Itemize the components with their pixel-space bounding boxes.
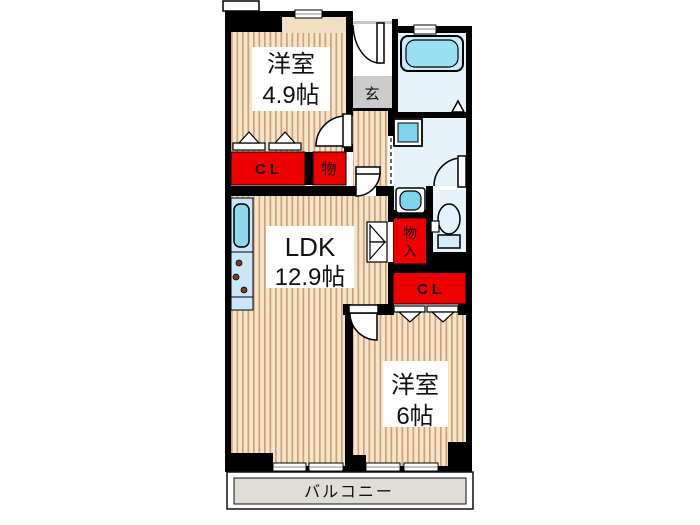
closet-right-label: CL	[417, 281, 445, 298]
storage-boxes	[230, 151, 467, 305]
windows	[272, 9, 439, 472]
wall-segment	[225, 186, 356, 196]
bedroom2-door-leaf	[348, 304, 379, 314]
wall-segment	[426, 252, 466, 265]
wall-segment	[225, 11, 231, 472]
ldk-size: 12.9帖	[275, 264, 346, 291]
vanity-sink	[399, 190, 422, 211]
closet-fold-mark	[430, 311, 456, 323]
wall-segment	[392, 19, 398, 118]
stove-burner	[240, 286, 248, 294]
bedroom1-name: 洋室	[267, 51, 315, 78]
bedroom1-door-leaf	[342, 113, 353, 148]
ldk-door-leaf	[355, 166, 381, 175]
bathroom-door-mark	[450, 99, 466, 113]
kitchen-sink	[233, 203, 250, 248]
toilet-paper-holder	[430, 220, 440, 233]
storage-in-opening	[387, 222, 393, 262]
wall-segment	[458, 304, 468, 315]
washing-machine	[397, 122, 419, 143]
closet-left-panel	[268, 142, 302, 151]
wall-segment	[377, 304, 394, 315]
wall-segment	[426, 186, 433, 252]
closet-right-box	[392, 271, 467, 305]
toilet-bowl	[437, 203, 461, 235]
closet-fold-mark	[397, 311, 423, 323]
storage-in-label-1: 物	[403, 225, 417, 241]
toilet-door-leaf	[457, 155, 467, 188]
walls	[225, 11, 472, 472]
wall-segment	[225, 11, 348, 17]
storage-in-label-2: 入	[403, 243, 417, 259]
stove-burner	[235, 259, 243, 267]
wall-segment	[346, 11, 353, 116]
genkan-label: 玄	[364, 86, 379, 103]
closet-left-panel	[232, 142, 266, 151]
wall-segment	[225, 466, 472, 472]
storage-small-box	[312, 151, 347, 186]
labels: 洋室 4.9帖 LDK 12.9帖 洋室 6帖 玄 CL 物 物 入 CL バル…	[252, 47, 448, 501]
balcony-deck	[233, 477, 467, 505]
meter-box	[222, 0, 260, 12]
ldk-door-arc	[355, 171, 381, 197]
wall-segment	[345, 312, 353, 455]
genkan-floor	[353, 76, 392, 110]
wall-segment	[376, 186, 394, 196]
closet-fold-mark	[273, 131, 297, 144]
closet-doors	[232, 131, 459, 323]
bedroom1-door-arc	[315, 115, 347, 147]
bedroom2-size: 6帖	[396, 403, 433, 430]
balcony-label: バルコニー	[304, 484, 394, 501]
fixtures	[230, 35, 464, 311]
entrance-door-arc	[352, 24, 381, 64]
wall-segment	[388, 210, 428, 218]
entrance-door-leaf	[376, 22, 385, 64]
bathtub-basin	[405, 39, 459, 68]
wall-segment	[225, 11, 282, 32]
closet-left-label: CL	[255, 161, 283, 178]
closet-fold-mark	[237, 131, 261, 144]
wall-segment	[343, 304, 351, 315]
entrance-sill	[353, 21, 392, 24]
ldk-name: LDK	[285, 232, 336, 262]
genkan-step-line	[353, 108, 388, 111]
doors	[315, 22, 467, 341]
wall-segment	[388, 196, 394, 222]
wall-segment	[392, 112, 466, 118]
wall-segment	[466, 26, 472, 472]
storage-small-label: 物	[321, 161, 336, 178]
stove-burner	[232, 273, 240, 281]
closet-right-panel	[426, 305, 459, 313]
wall-segment	[388, 272, 393, 305]
toilet-base	[437, 234, 461, 249]
bedroom1-plain-strip	[284, 17, 346, 33]
bedroom2-label-bg	[383, 361, 448, 427]
storage-fold-mark	[369, 241, 387, 261]
bedroom1-size: 4.9帖	[262, 82, 319, 109]
ldk-label-bg	[266, 226, 354, 288]
wall-segment	[344, 144, 353, 152]
closet-left-box	[230, 151, 306, 186]
bedroom1-label-bg	[252, 47, 330, 111]
wall-segment	[305, 152, 313, 185]
wall-segment	[388, 264, 466, 273]
closet-right-panel	[393, 305, 426, 313]
balcony	[226, 471, 474, 510]
bedroom2-name: 洋室	[391, 372, 439, 399]
bedroom2-door-arc	[349, 312, 378, 341]
